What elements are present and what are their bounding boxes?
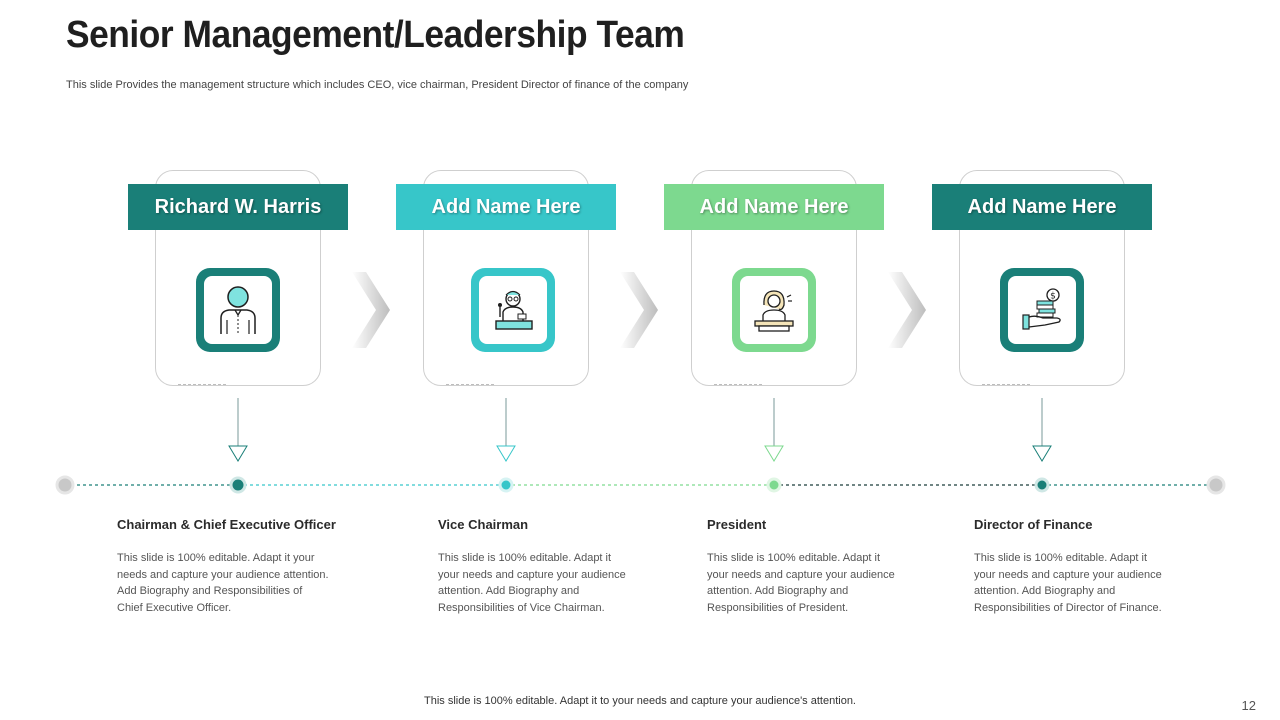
member-role-2: Vice Chairman bbox=[438, 517, 529, 532]
card-divider bbox=[446, 384, 494, 385]
member-description-1: This slide is 100% editable. Adapt it yo… bbox=[117, 552, 329, 614]
member-name-4: Add Name Here bbox=[932, 184, 1152, 230]
connector-4 bbox=[1032, 398, 1052, 462]
icon-frame-4: $ bbox=[1000, 268, 1084, 352]
page-number: 12 bbox=[1241, 698, 1256, 713]
connector-1 bbox=[228, 398, 248, 462]
member-description-4: This slide is 100% editable. Adapt it yo… bbox=[974, 552, 1162, 614]
icon-frame-3 bbox=[732, 268, 816, 352]
icon-frame-1 bbox=[196, 268, 280, 352]
footer-note: This slide is 100% editable. Adapt it to… bbox=[424, 695, 856, 707]
chevron-right-icon bbox=[620, 272, 658, 348]
timeline-node-1 bbox=[229, 476, 247, 494]
member-description-3: This slide is 100% editable. Adapt it yo… bbox=[707, 552, 895, 614]
speaker-at-desk-icon bbox=[495, 290, 533, 330]
page-subtitle: This slide Provides the management struc… bbox=[66, 79, 689, 91]
svg-text:$: $ bbox=[1050, 292, 1056, 302]
chevron-right-icon bbox=[888, 272, 926, 348]
member-role-4: Director of Finance bbox=[974, 517, 1093, 532]
member-description-2: This slide is 100% editable. Adapt it yo… bbox=[438, 552, 626, 614]
card-divider bbox=[714, 384, 762, 385]
member-role-1: Chairman & Chief Executive Officer bbox=[117, 517, 336, 532]
member-name-1: Richard W. Harris bbox=[128, 184, 348, 230]
timeline-start-node bbox=[55, 475, 75, 495]
businessman-icon bbox=[220, 286, 256, 334]
member-name-2: Add Name Here bbox=[396, 184, 616, 230]
timeline-node-2 bbox=[498, 477, 514, 493]
icon-frame-2 bbox=[471, 268, 555, 352]
connector-2 bbox=[496, 398, 516, 462]
card-divider bbox=[178, 384, 226, 385]
connector-3 bbox=[764, 398, 784, 462]
timeline-end-node bbox=[1206, 475, 1226, 495]
card-divider bbox=[982, 384, 1030, 385]
money-hand-icon: $ bbox=[1022, 288, 1061, 330]
page-title: Senior Management/Leadership Team bbox=[66, 14, 685, 56]
woman-at-podium-icon bbox=[754, 290, 794, 332]
member-name-3: Add Name Here bbox=[664, 184, 884, 230]
timeline-node-4 bbox=[1034, 477, 1050, 493]
chevron-right-icon bbox=[352, 272, 390, 348]
timeline-node-3 bbox=[766, 477, 782, 493]
member-role-3: President bbox=[707, 517, 767, 532]
